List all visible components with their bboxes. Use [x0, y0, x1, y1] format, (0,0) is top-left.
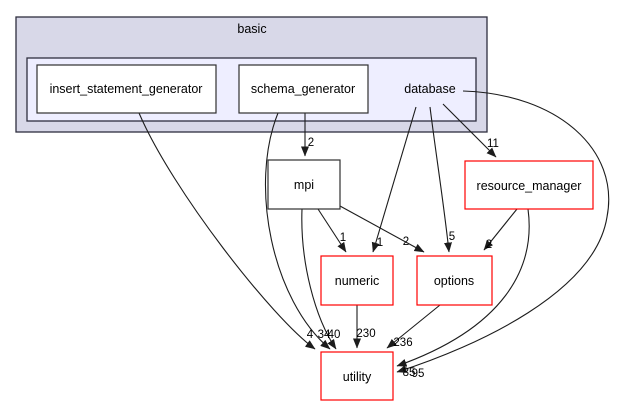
node-resource_manager-box[interactable] [464, 160, 594, 210]
node-options-label: options [434, 274, 474, 288]
node-options-box[interactable] [416, 255, 493, 306]
node-database[interactable]: database [404, 82, 455, 96]
edge-count-mpi-to-numeric[interactable]: 1 [340, 232, 346, 244]
cluster-basic-label[interactable]: basic [237, 22, 266, 36]
edge-database-to-resource_manager [442, 103, 497, 158]
edge-count-resource_manager-to-options[interactable]: 2 [486, 239, 492, 251]
edge-mpi-to-utility [301, 208, 337, 350]
edge-database-to-options [429, 106, 452, 253]
edge-count-mpi-to-options[interactable]: 2 [403, 236, 409, 248]
node-schema_generator-box[interactable] [238, 64, 369, 114]
edges-layer [138, 90, 610, 373]
node-utility[interactable]: utility [320, 351, 394, 401]
edge-count-schema_generator-to-mpi[interactable]: 2 [308, 137, 314, 149]
edge-count-resource_manager-to-utility[interactable]: 85 [403, 367, 416, 379]
edge-database-to-utility [396, 90, 610, 373]
edge-count-insert_statement_generator-to-utility[interactable]: 4 [307, 329, 314, 341]
node-database-label[interactable]: database [404, 82, 455, 96]
edge-schema_generator-to-utility [264, 112, 331, 350]
node-options[interactable]: options [416, 255, 493, 306]
edge-count-options-to-utility[interactable]: 236 [393, 337, 412, 349]
edge-count-database-to-numeric[interactable]: 1 [377, 237, 383, 249]
node-numeric[interactable]: numeric [320, 255, 394, 306]
node-insert_statement_generator-box[interactable] [36, 64, 217, 114]
edge-resource_manager-to-utility [396, 208, 530, 367]
node-schema_generator-label: schema_generator [251, 82, 355, 96]
edge-count-numeric-to-utility[interactable]: 230 [356, 328, 375, 340]
edge-count-database-to-utility[interactable]: 95 [412, 368, 425, 380]
node-numeric-box[interactable] [320, 255, 394, 306]
node-utility-box[interactable] [320, 351, 394, 401]
node-numeric-label: numeric [335, 274, 379, 288]
node-mpi-box[interactable] [267, 159, 341, 210]
node-resource_manager-label: resource_manager [477, 179, 582, 193]
edge-options-to-utility [386, 304, 441, 349]
edge-resource_manager-to-options [483, 208, 518, 251]
node-resource_manager[interactable]: resource_manager [464, 160, 594, 210]
node-mpi-label: mpi [294, 178, 314, 192]
edge-count-schema_generator-to-utility[interactable]: 34 [318, 329, 331, 341]
edge-count-database-to-resource_manager[interactable]: 11 [487, 138, 499, 150]
edge-count-layer: 2 11 1 1 2 5 2 4 34 40 230 236 85 95 [307, 137, 499, 380]
node-insert_statement_generator[interactable]: insert_statement_generator [36, 64, 217, 114]
edge-count-database-to-options[interactable]: 5 [449, 231, 455, 243]
edge-insert_statement_generator-to-utility [138, 112, 316, 350]
node-utility-label: utility [343, 370, 372, 384]
edge-mpi-to-numeric [317, 208, 347, 253]
node-mpi[interactable]: mpi [267, 159, 341, 210]
node-insert_statement_generator-label: insert_statement_generator [50, 82, 203, 96]
edge-count-mpi-to-utility[interactable]: 40 [328, 329, 341, 341]
edge-mpi-to-options [339, 205, 425, 253]
node-schema_generator[interactable]: schema_generator [238, 64, 369, 114]
